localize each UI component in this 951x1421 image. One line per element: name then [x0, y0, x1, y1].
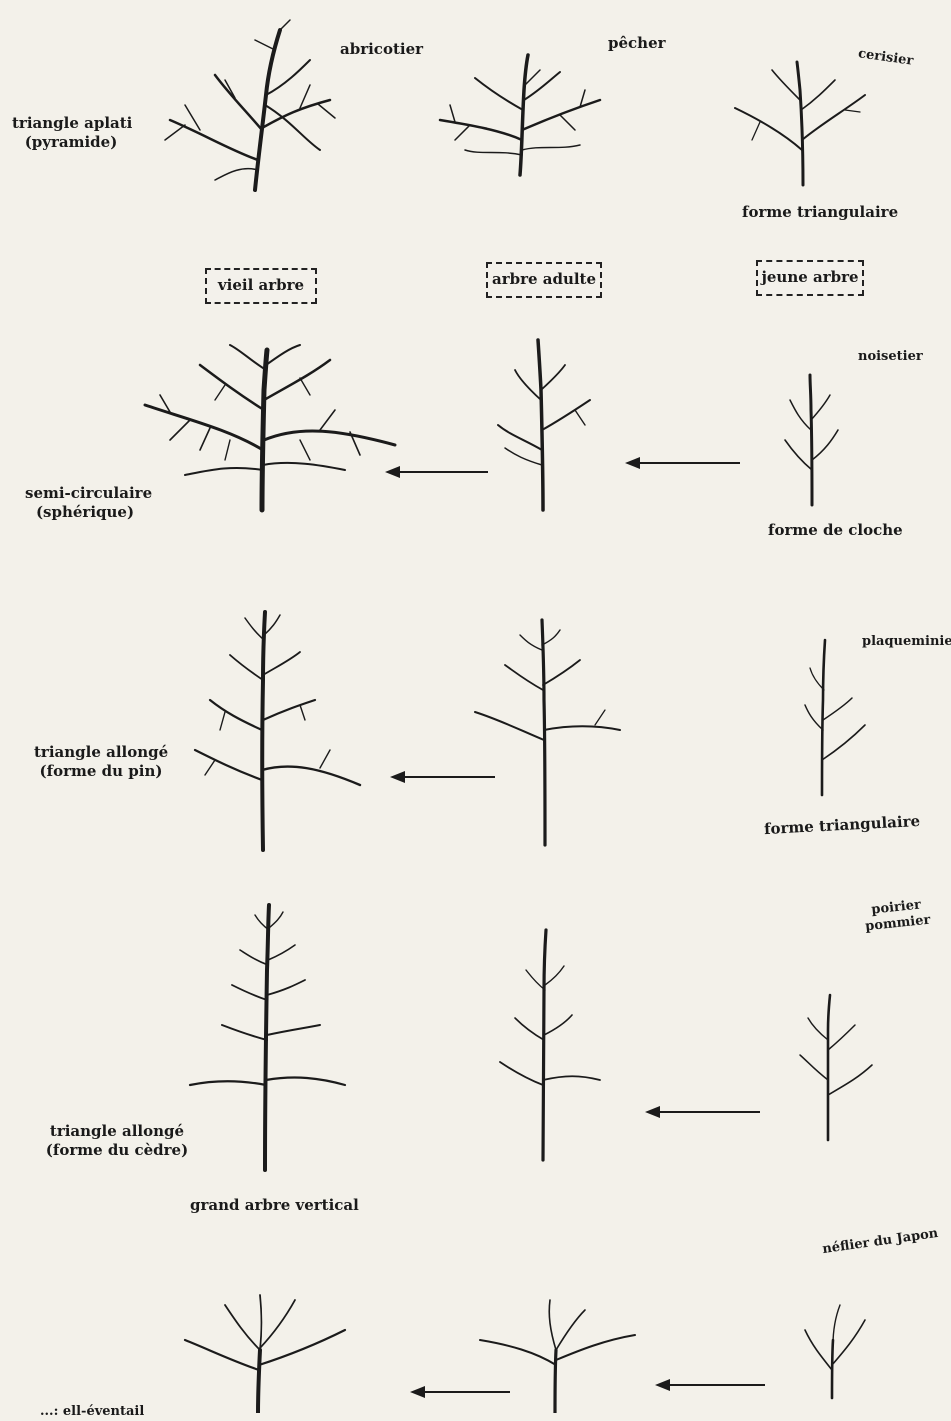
shape-label-line2: (forme du cèdre)	[44, 1141, 190, 1160]
label-semi-circulaire: semi-circulaire (sphérique)	[25, 484, 145, 522]
tree-young-neflier	[805, 1305, 865, 1398]
species-noisetier: noisetier	[858, 347, 923, 366]
tree-old-pin	[195, 612, 360, 850]
tree-adult-row3	[475, 620, 620, 845]
species-pecher: pêcher	[608, 34, 666, 53]
species-abricotier: abricotier	[340, 40, 423, 59]
arrow-adult-to-old-row5	[410, 1386, 510, 1398]
young-form-cloche: forme de cloche	[768, 521, 903, 540]
arrow-adult-to-old-row2	[385, 466, 488, 478]
arrow-young-to-adult-row5	[655, 1379, 765, 1391]
shape-label-line1: triangle aplati	[12, 114, 130, 133]
species-plaqueminier: plaqueminier	[862, 632, 951, 651]
tree-adult-row4	[500, 930, 600, 1160]
arrow-young-to-adult-row2	[625, 457, 740, 469]
label-partial-eventail: ...: ell-éventail	[40, 1402, 144, 1421]
shape-label-line1: semi-circulaire	[25, 484, 145, 503]
shape-label-line2: (forme du pin)	[34, 762, 168, 781]
young-form-triangulaire-row1: forme triangulaire	[742, 203, 898, 222]
tree-abricotier	[165, 20, 335, 190]
stage-box-adult: arbre adulte	[486, 262, 602, 298]
label-triangle-aplati: triangle aplati (pyramide)	[12, 114, 130, 152]
tree-old-eventail	[185, 1295, 345, 1413]
old-form-grand-arbre-vertical: grand arbre vertical	[190, 1196, 359, 1215]
tree-adult-bell	[498, 340, 590, 510]
stage-box-young: jeune arbre	[756, 260, 864, 296]
tree-young-noisetier	[785, 375, 838, 505]
label-triangle-allonge-cedre: triangle allongé (forme du cèdre)	[44, 1122, 190, 1160]
tree-adult-row5	[480, 1300, 635, 1413]
tree-pecher	[440, 55, 600, 175]
tree-old-cedre	[190, 905, 345, 1170]
tree-old-spherical	[145, 345, 395, 510]
tree-young-plaqueminier	[805, 640, 865, 795]
shape-label-line1: triangle allongé	[44, 1122, 190, 1141]
shape-label-line2: (sphérique)	[25, 503, 145, 522]
tree-cerisier	[735, 62, 865, 185]
tree-young-poirier	[800, 995, 872, 1140]
shape-label-line2: (pyramide)	[12, 133, 130, 152]
arrow-young-to-adult-row4	[645, 1106, 760, 1118]
stage-box-old: vieil arbre	[205, 268, 317, 304]
label-triangle-allonge-pin: triangle allongé (forme du pin)	[34, 743, 168, 781]
arrow-adult-to-old-row3	[390, 771, 495, 783]
shape-label-line1: triangle allongé	[34, 743, 168, 762]
